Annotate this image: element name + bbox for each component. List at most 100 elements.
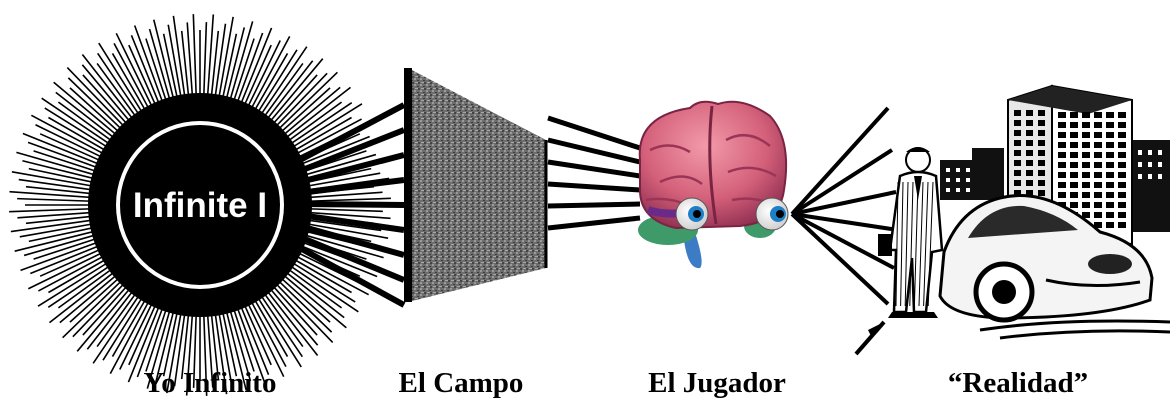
tower-window: [1094, 182, 1102, 188]
tower-window: [1106, 152, 1114, 158]
sunburst-ray: [128, 296, 161, 366]
tower-window: [1094, 132, 1102, 138]
tower-window: [1082, 212, 1090, 218]
tower-window: [1070, 172, 1078, 178]
brain-fissure: [708, 105, 718, 225]
tower-window: [1106, 222, 1114, 228]
tower-window: [1070, 122, 1078, 128]
tower-window: [1070, 192, 1078, 198]
tower-window: [1038, 160, 1045, 166]
sunburst-ray: [153, 19, 177, 109]
sunburst-ray: [292, 241, 378, 278]
sunburst-ray: [276, 268, 347, 329]
sunburst-ray: [30, 241, 108, 275]
brain-illustration: [638, 100, 789, 269]
sunburst-ray: [186, 22, 194, 106]
eye-to-reality-beams: [790, 106, 899, 306]
sunburst-ray: [39, 244, 109, 277]
sunburst-ray: [148, 28, 174, 110]
sunburst-ray: [202, 304, 208, 396]
sunburst-ray: [67, 77, 129, 137]
sunburst-ray: [69, 271, 127, 323]
orb-beam: [299, 223, 405, 258]
sunburst-ray: [162, 302, 180, 377]
sunburst-ray: [33, 150, 106, 175]
sunburst-ray: [271, 71, 338, 137]
skyline-window: [1148, 174, 1152, 179]
tower-roof: [1008, 86, 1132, 114]
sunburst-ray: [180, 304, 191, 380]
car-headlight: [1088, 254, 1132, 274]
eye-beam: [790, 106, 890, 216]
infinite-orb-label: Infinite I: [133, 186, 267, 225]
tower-window: [1118, 142, 1126, 148]
orb-beam: [299, 212, 405, 233]
tower-window: [1026, 190, 1033, 196]
sunburst-ray: [216, 16, 234, 107]
tower-window: [1026, 140, 1033, 146]
sunburst-ray: [111, 53, 151, 119]
sunburst-ray: [280, 263, 343, 309]
suit-stripe: [913, 181, 919, 307]
field-beam: [547, 215, 641, 231]
sunburst-ray: [206, 304, 214, 388]
sunburst-ray: [299, 207, 383, 213]
sunburst-ray: [298, 218, 382, 232]
sunburst-ray: [14, 228, 104, 252]
sunburst-ray: [263, 281, 319, 346]
tower-window: [1094, 212, 1102, 218]
skyline-window: [966, 178, 970, 182]
man-briefcase: [878, 234, 892, 256]
tower-window: [1026, 120, 1033, 126]
sunburst-ray: [192, 304, 198, 388]
eye-beam: [791, 212, 899, 232]
sunburst-ray: [286, 254, 352, 294]
suit-stripes: [895, 181, 934, 307]
sunburst-ray: [167, 24, 184, 107]
tower-window: [1094, 172, 1102, 178]
tower-window: [1038, 110, 1045, 116]
sunburst-ray: [9, 190, 101, 199]
skyline-window: [1158, 174, 1162, 179]
tower-window: [1118, 222, 1126, 228]
tower-window: [1082, 182, 1090, 188]
sunburst-ray: [39, 133, 109, 166]
tower-window: [1106, 132, 1114, 138]
sunburst-ray: [16, 151, 105, 179]
tower-window: [1070, 202, 1078, 208]
tower-window: [1094, 192, 1102, 198]
field-beam: [547, 137, 641, 165]
sunburst-ray: [213, 23, 227, 107]
sunburst-ray: [202, 22, 208, 106]
sunburst-ray: [119, 294, 157, 370]
sunburst-ray: [213, 303, 228, 395]
tower-window: [1058, 122, 1066, 128]
orb-beam: [298, 234, 406, 283]
field-panel: [408, 68, 546, 302]
sunburst-ray: [162, 33, 180, 108]
eye-beam: [791, 190, 897, 216]
tower-window: [1082, 202, 1090, 208]
sunburst-ray: [82, 278, 134, 336]
sunburst-ray: [295, 153, 377, 179]
tower-window: [1014, 110, 1021, 116]
tower-window: [1118, 112, 1126, 118]
tower-window: [1106, 142, 1114, 148]
tower-window: [1038, 120, 1045, 126]
sunburst-ray: [226, 300, 252, 382]
sunburst-ray: [252, 289, 302, 368]
tower-window: [1026, 160, 1033, 166]
sunburst-ray: [59, 268, 124, 324]
sunburst-ray: [76, 281, 137, 352]
tower-window: [1038, 190, 1045, 196]
sunburst-ray: [282, 260, 359, 313]
sunburst-ray: [18, 178, 102, 192]
sunburst-ray: [278, 86, 352, 145]
tower-window: [1058, 172, 1066, 178]
sunburst-ray: [130, 35, 164, 113]
tower-windows: [1014, 110, 1126, 228]
caption-player: El Jugador: [648, 367, 786, 399]
sunburst-ray: [102, 289, 148, 361]
tower-window: [1118, 202, 1126, 208]
eye-beam: [790, 148, 894, 216]
